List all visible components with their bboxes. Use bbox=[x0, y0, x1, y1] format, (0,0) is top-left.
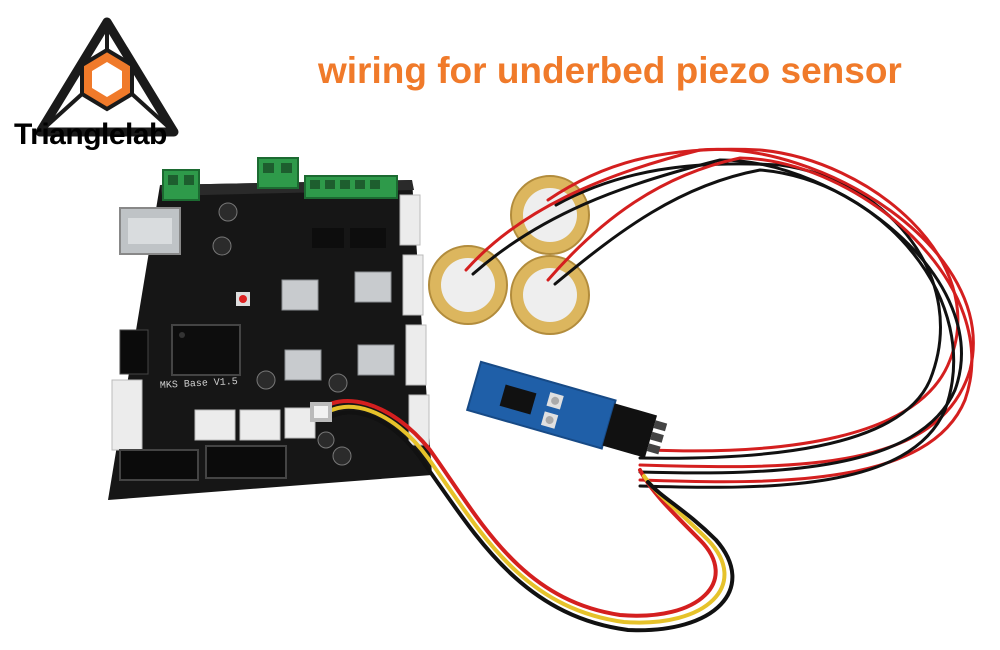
piezo-wires bbox=[464, 147, 975, 489]
controller-board: MKS Base V1.5 bbox=[108, 157, 432, 500]
lcd-headers bbox=[119, 329, 287, 481]
stepper-drivers bbox=[281, 228, 395, 381]
fan-connectors bbox=[111, 379, 316, 451]
brand-name: Trianglelab bbox=[14, 118, 167, 151]
endstop-connectors bbox=[399, 194, 430, 446]
headline: wiring for underbed piezo sensor bbox=[318, 50, 902, 91]
power-terminal bbox=[162, 157, 398, 201]
piezo-sensor-module bbox=[465, 360, 668, 458]
board-silkscreen: MKS Base V1.5 bbox=[160, 377, 238, 392]
hexagon-triangle-logo bbox=[35, 17, 179, 137]
capacitors bbox=[212, 202, 352, 466]
signal-cable bbox=[310, 399, 735, 633]
